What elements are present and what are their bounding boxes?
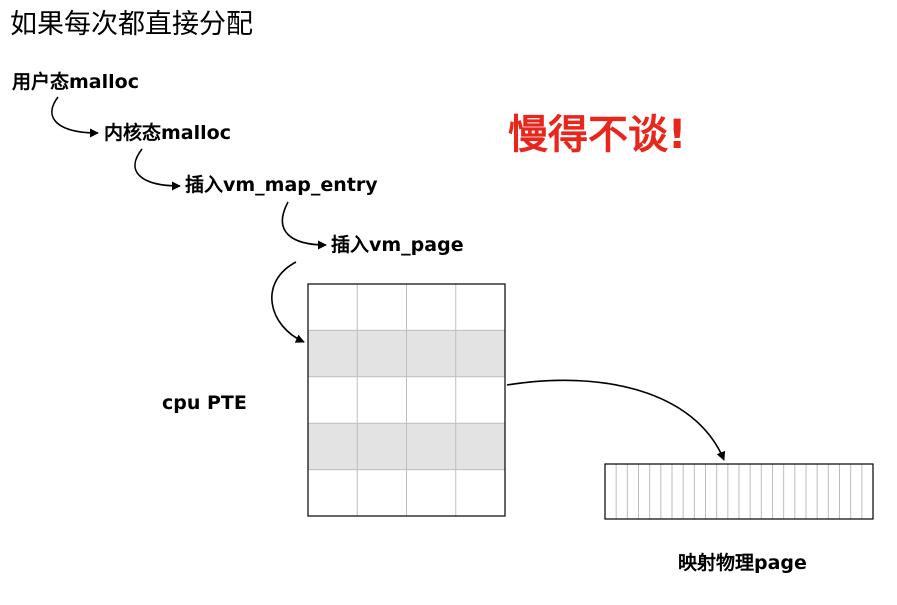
- step-insert-vm-map-entry: 插入vm_map_entry: [185, 174, 378, 196]
- step-user-malloc: 用户态malloc: [12, 71, 139, 93]
- physical-page-strip: [604, 463, 874, 520]
- arrow-user-to-kernel: [51, 96, 99, 138]
- step-insert-vm-page: 插入vm_page: [331, 234, 464, 256]
- step-kernel-malloc: 内核态malloc: [104, 122, 231, 144]
- diagram-title: 如果每次都直接分配: [10, 9, 253, 40]
- arrow-kernel-to-map-entry: [134, 148, 181, 191]
- cpu-pte-table: [307, 283, 506, 517]
- arrow-vm-page-to-pte: [271, 261, 305, 343]
- arrow-pte-to-physical-page: [506, 379, 726, 461]
- physical-page-label: 映射物理page: [678, 552, 807, 574]
- cpu-pte-label: cpu PTE: [162, 392, 247, 414]
- page-strip-border: [604, 463, 874, 520]
- pte-border: [307, 283, 506, 517]
- arrow-map-entry-to-vm-page: [281, 201, 327, 250]
- slow-warning: 慢得不谈!: [508, 112, 687, 158]
